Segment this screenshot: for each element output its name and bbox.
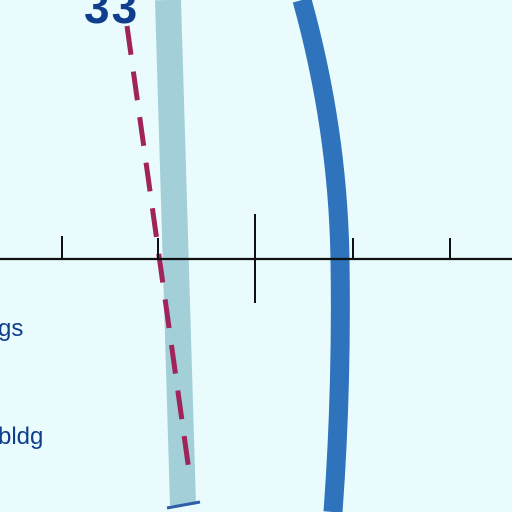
light-blue-road xyxy=(155,0,196,506)
map-label-gs: gs xyxy=(0,315,24,342)
road-end-mark xyxy=(166,500,201,510)
route-number-label: 33 xyxy=(84,0,140,33)
blue-curve-line xyxy=(292,0,350,512)
map-label-bldg: bldg xyxy=(0,423,44,450)
dashed-boundary xyxy=(124,25,193,479)
